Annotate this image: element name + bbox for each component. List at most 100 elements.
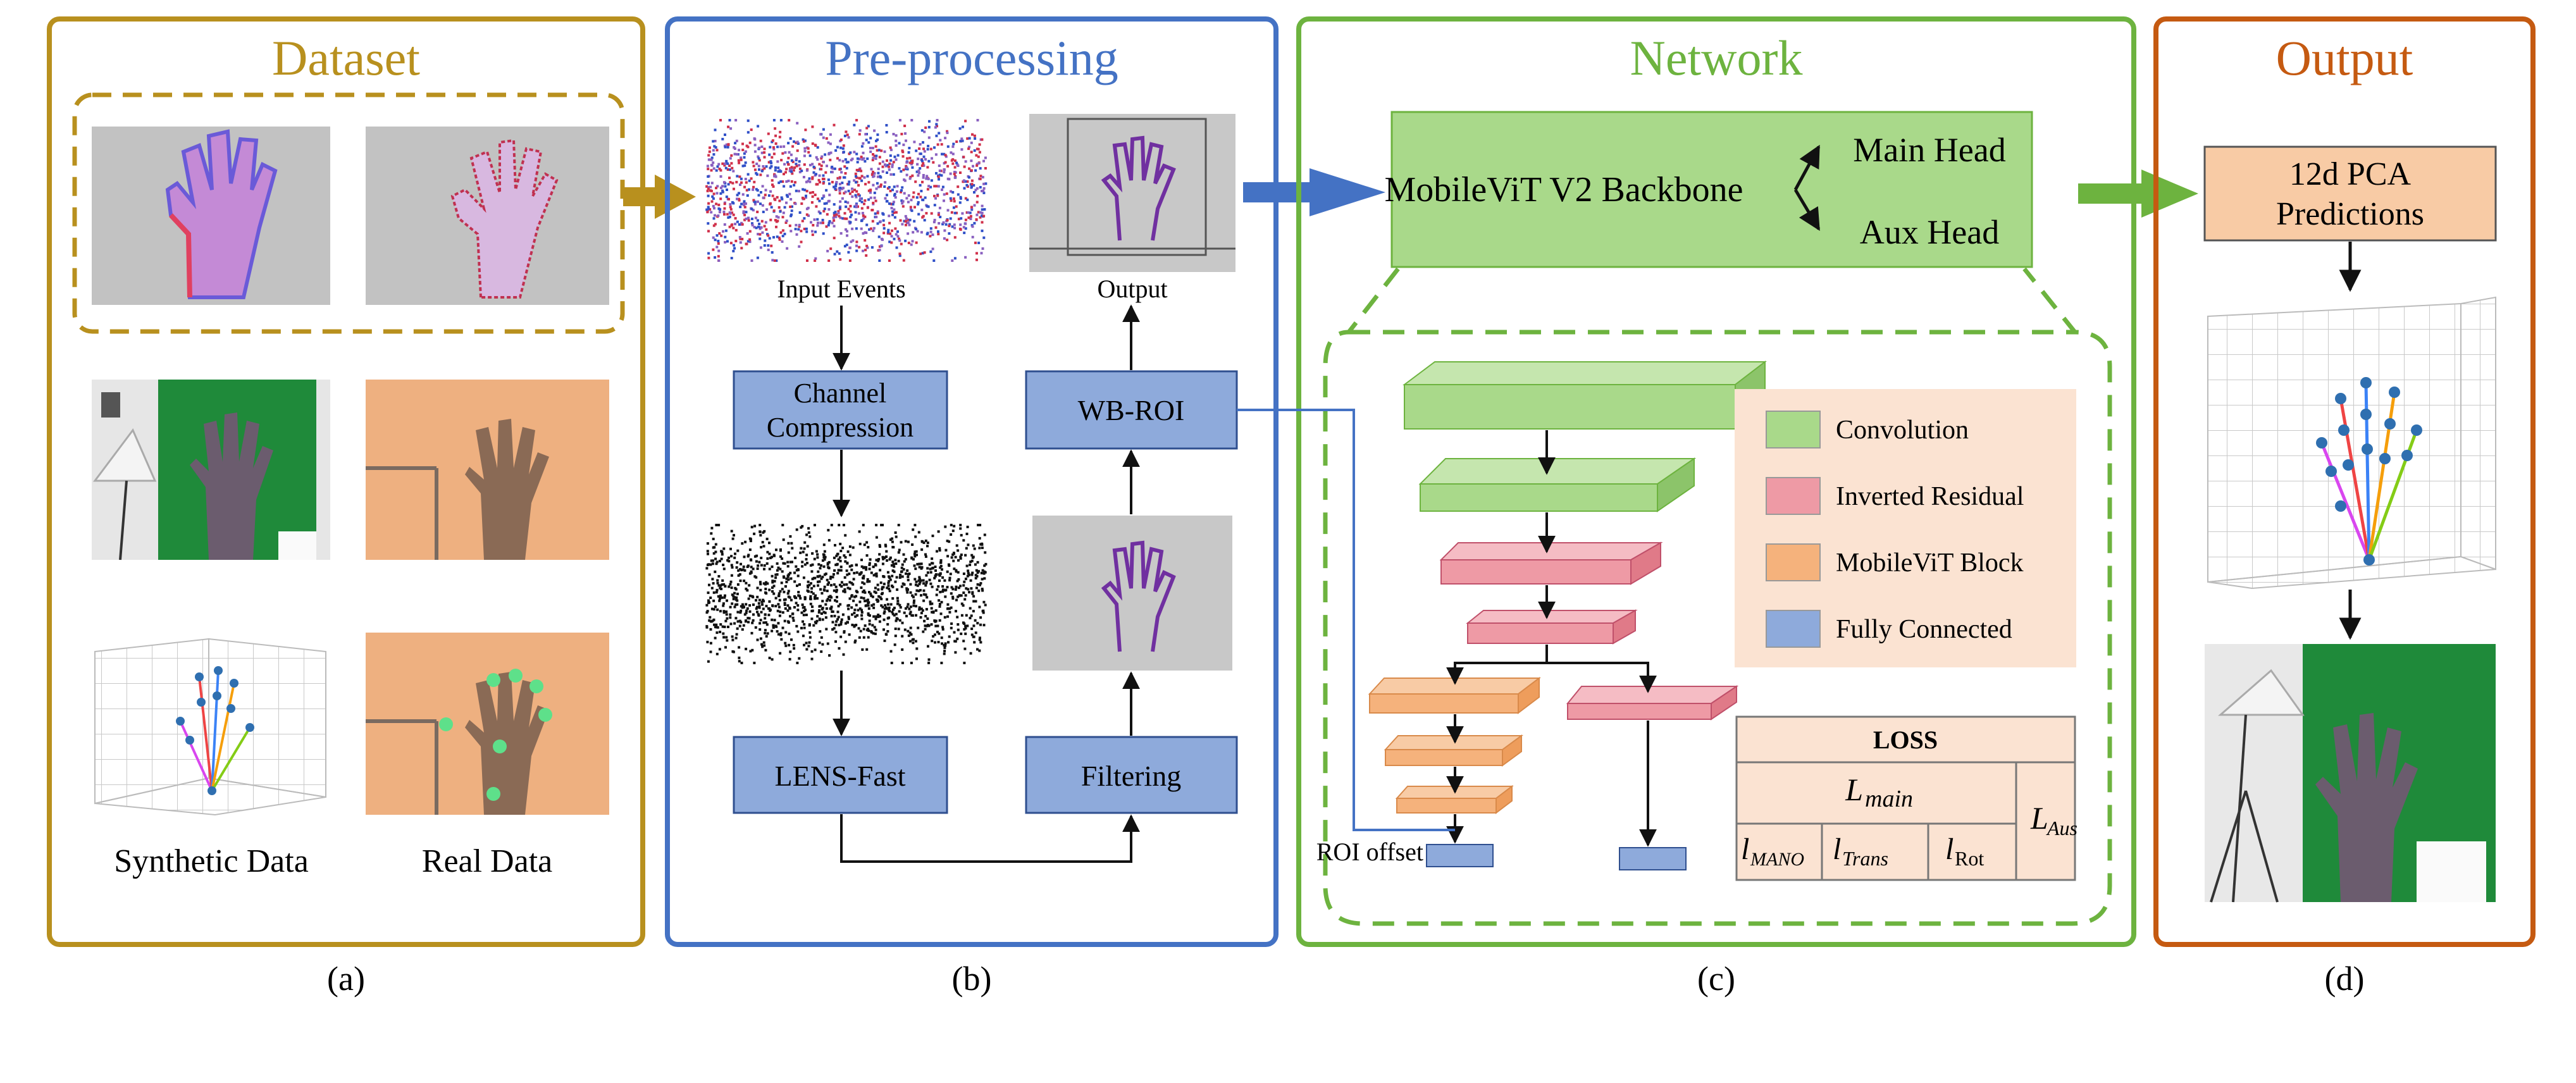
- event-dot: [862, 628, 865, 631]
- event-dot: [710, 526, 714, 529]
- event-dot: [722, 564, 725, 566]
- event-dot: [843, 165, 846, 168]
- synthetic-data-label: Synthetic Data: [114, 843, 309, 879]
- event-dot: [767, 607, 770, 610]
- event-dot: [761, 185, 764, 188]
- event-dot: [932, 161, 935, 164]
- event-dot: [982, 236, 986, 239]
- event-dot: [748, 584, 751, 587]
- event-dot: [886, 586, 889, 590]
- event-dot: [870, 246, 874, 249]
- event-dot: [844, 556, 847, 559]
- event-dot: [895, 134, 898, 137]
- event-dot: [867, 629, 870, 632]
- event-dot: [965, 547, 968, 550]
- event-dot: [798, 595, 802, 598]
- event-dot: [800, 626, 803, 629]
- event-dot: [706, 550, 709, 553]
- event-dot: [877, 168, 880, 170]
- event-dot: [802, 550, 805, 554]
- event-dot: [857, 627, 860, 630]
- event-dot: [939, 566, 942, 569]
- event-dot: [875, 524, 878, 526]
- event-dot: [811, 163, 814, 166]
- event-dot: [964, 180, 967, 183]
- event-dot: [935, 593, 938, 597]
- event-dot: [938, 169, 941, 172]
- event-dot: [953, 552, 955, 555]
- event-dot: [900, 189, 903, 192]
- event-dot: [746, 194, 749, 197]
- event-dot: [839, 542, 842, 545]
- event-dot: [740, 609, 743, 612]
- event-dot: [765, 562, 769, 565]
- event-dot: [867, 604, 870, 607]
- event-dot: [762, 582, 765, 585]
- event-dot: [910, 243, 913, 246]
- event-dot: [906, 569, 909, 572]
- event-dot: [904, 239, 907, 242]
- event-dot: [761, 645, 764, 648]
- event-dot: [894, 531, 897, 534]
- event-dot: [900, 132, 903, 135]
- event-dot: [882, 227, 886, 230]
- event-dot: [970, 628, 974, 630]
- event-dot: [959, 195, 962, 199]
- event-dot: [816, 597, 819, 600]
- event-dot: [971, 591, 974, 594]
- event-dot: [903, 179, 907, 182]
- event-dot: [728, 164, 731, 167]
- event-dot: [839, 200, 842, 203]
- roi-link-line: [1237, 409, 1455, 831]
- event-dot: [853, 609, 857, 612]
- event-dot: [894, 580, 897, 583]
- event-dot: [776, 573, 779, 576]
- wb-roi-label: WB-ROI: [1078, 394, 1185, 426]
- arrow-preprocessing-to-network: [1243, 168, 1385, 216]
- event-dot: [872, 566, 875, 568]
- event-dot: [726, 617, 729, 620]
- event-dot: [727, 216, 730, 219]
- event-dot: [808, 191, 812, 194]
- event-dot: [980, 571, 983, 574]
- event-dot: [930, 607, 933, 610]
- legend-label: Convolution: [1836, 416, 1969, 445]
- event-dot: [903, 611, 906, 614]
- event-dot: [787, 142, 790, 145]
- event-dot: [855, 204, 858, 206]
- event-dot: [860, 227, 863, 230]
- event-dot: [771, 618, 774, 621]
- event-dot: [883, 610, 886, 613]
- event-dot: [781, 229, 784, 232]
- event-dot: [876, 133, 879, 136]
- event-dot: [795, 189, 798, 192]
- event-dot: [739, 567, 742, 571]
- compressed-events-scatter: [703, 522, 988, 664]
- event-dot: [919, 252, 922, 256]
- event-dot: [960, 614, 963, 617]
- event-dot: [921, 609, 924, 612]
- event-dot: [867, 628, 869, 631]
- event-dot: [707, 194, 710, 197]
- event-dot: [776, 630, 779, 633]
- event-dot: [896, 602, 899, 605]
- event-dot: [847, 189, 850, 192]
- event-dot: [790, 180, 793, 183]
- event-dot: [818, 609, 821, 612]
- event-dot: [984, 167, 987, 170]
- event-dot: [715, 187, 717, 190]
- event-dot: [825, 628, 828, 631]
- event-dot: [904, 607, 907, 610]
- event-dot: [879, 185, 882, 188]
- skeleton-plot: [92, 633, 330, 816]
- event-dot: [717, 259, 721, 262]
- event-dot: [917, 626, 920, 629]
- event-dot: [873, 626, 876, 629]
- event-dot: [862, 214, 865, 217]
- event-dot: [814, 144, 817, 147]
- event-dot: [733, 605, 736, 609]
- event-dot: [848, 246, 851, 249]
- event-dot: [915, 241, 918, 244]
- synthetic-event-image: [92, 127, 330, 305]
- event-dot: [917, 213, 920, 216]
